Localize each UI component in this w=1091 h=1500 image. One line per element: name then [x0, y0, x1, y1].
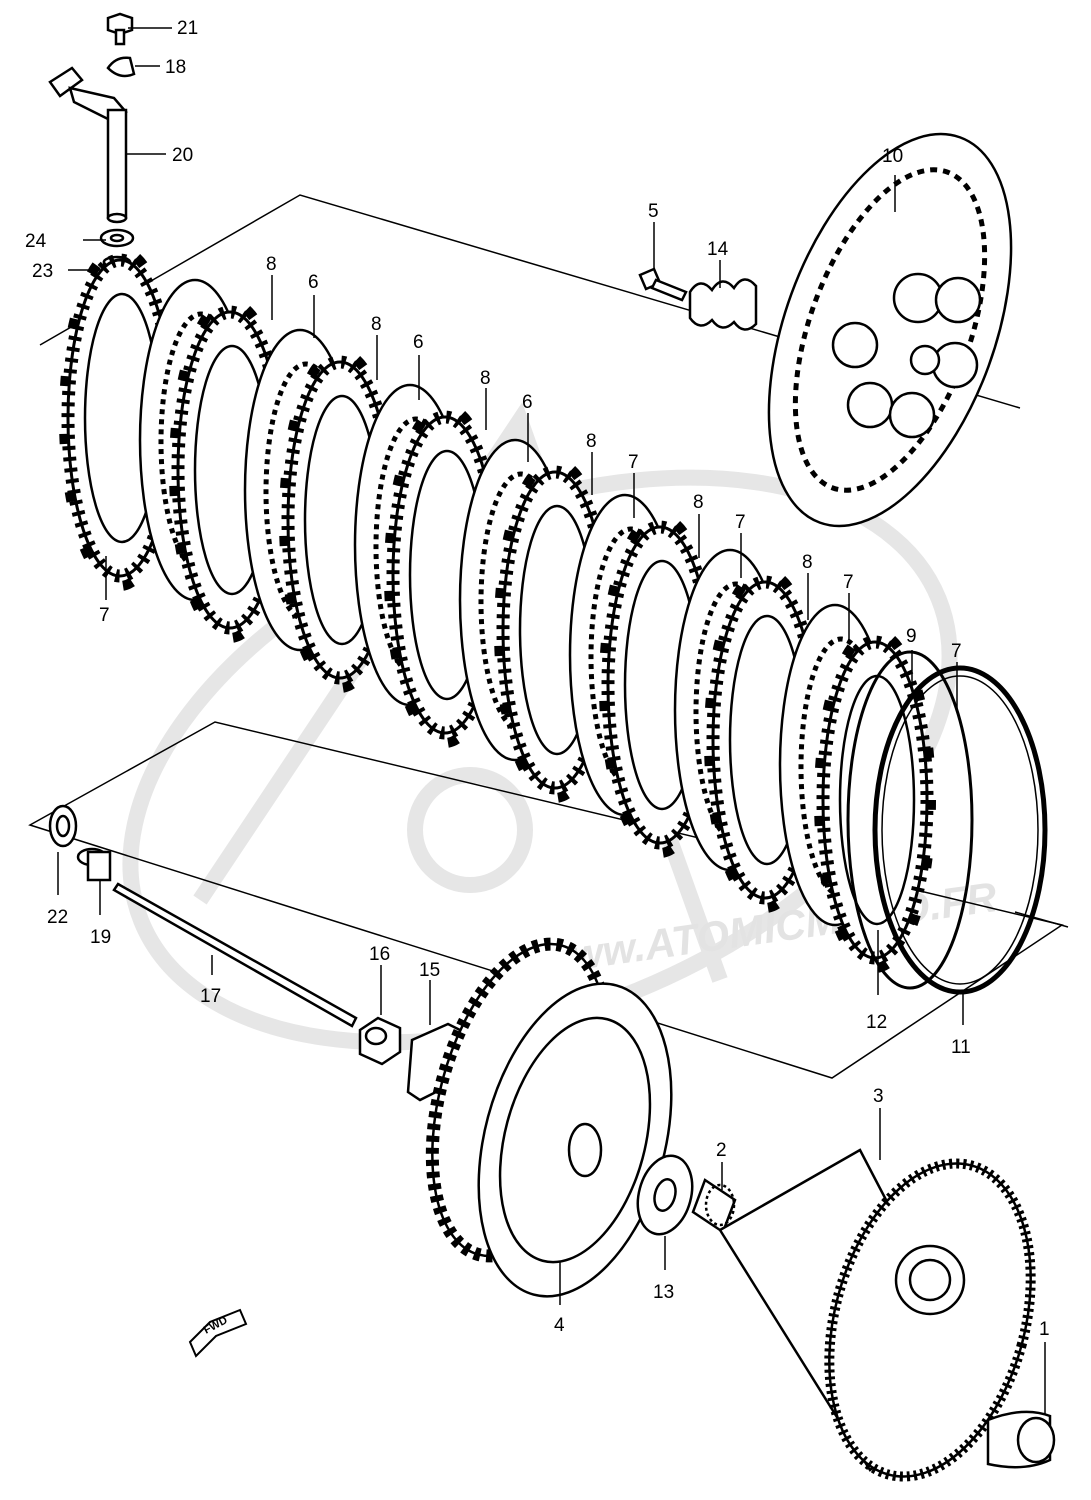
callout-13: 13: [653, 1282, 674, 1303]
callout-5: 5: [648, 201, 659, 222]
callout-6-a: 6: [308, 272, 319, 293]
callout-1: 1: [1039, 1319, 1050, 1340]
callout-8-f: 8: [802, 552, 813, 573]
callout-2: 2: [716, 1140, 727, 1161]
callout-12: 12: [866, 1012, 887, 1033]
part-callouts: 21 18 20 24 23 7 8 6 8 6 8 6 8 7 8 7 8 7…: [25, 18, 1050, 1340]
spring-washer: [846, 650, 974, 990]
callout-22: 22: [47, 907, 68, 928]
circlip: [872, 665, 1048, 995]
callout-20: 20: [172, 145, 193, 166]
pressure-plate: [767, 132, 1013, 528]
fwd-direction-arrow: FWD: [188, 1308, 248, 1358]
callout-9: 9: [906, 626, 917, 647]
callout-7-c: 7: [735, 512, 746, 533]
clutch-plate-stack: [64, 250, 1048, 995]
pushrod-assembly: [48, 804, 462, 1102]
primary-driven-gear-housing: [718, 1148, 1056, 1482]
callout-14: 14: [707, 239, 729, 260]
callout-23: 23: [32, 261, 53, 282]
callout-7-d: 7: [843, 572, 854, 593]
callout-6-b: 6: [413, 332, 424, 353]
callout-8-e: 8: [693, 492, 704, 513]
callout-7-a: 7: [99, 605, 110, 626]
callout-7-b: 7: [628, 452, 639, 473]
callout-21: 21: [177, 18, 198, 39]
callout-6-c: 6: [522, 392, 533, 413]
callout-24: 24: [25, 231, 47, 252]
callout-3: 3: [873, 1086, 884, 1107]
leader-lines: [57, 27, 1069, 1415]
thrust-washer: [636, 1154, 694, 1236]
callout-11: 11: [951, 1037, 971, 1058]
callout-17: 17: [200, 986, 221, 1007]
callout-16: 16: [369, 944, 390, 965]
callout-8-c: 8: [480, 368, 491, 389]
callout-4: 4: [554, 1315, 565, 1336]
callout-8-b: 8: [371, 314, 382, 335]
callout-10: 10: [882, 146, 903, 167]
release-arm-assembly: [48, 12, 136, 287]
callout-19: 19: [90, 927, 111, 948]
callout-18: 18: [165, 57, 186, 78]
callout-15: 15: [419, 960, 440, 981]
clutch-sleeve-hub: [425, 937, 673, 1298]
callout-8-a: 8: [266, 254, 277, 275]
pressure-bolt-and-spring: [638, 267, 758, 331]
callout-7-e: 7: [951, 641, 962, 662]
callout-8-d: 8: [586, 431, 597, 452]
